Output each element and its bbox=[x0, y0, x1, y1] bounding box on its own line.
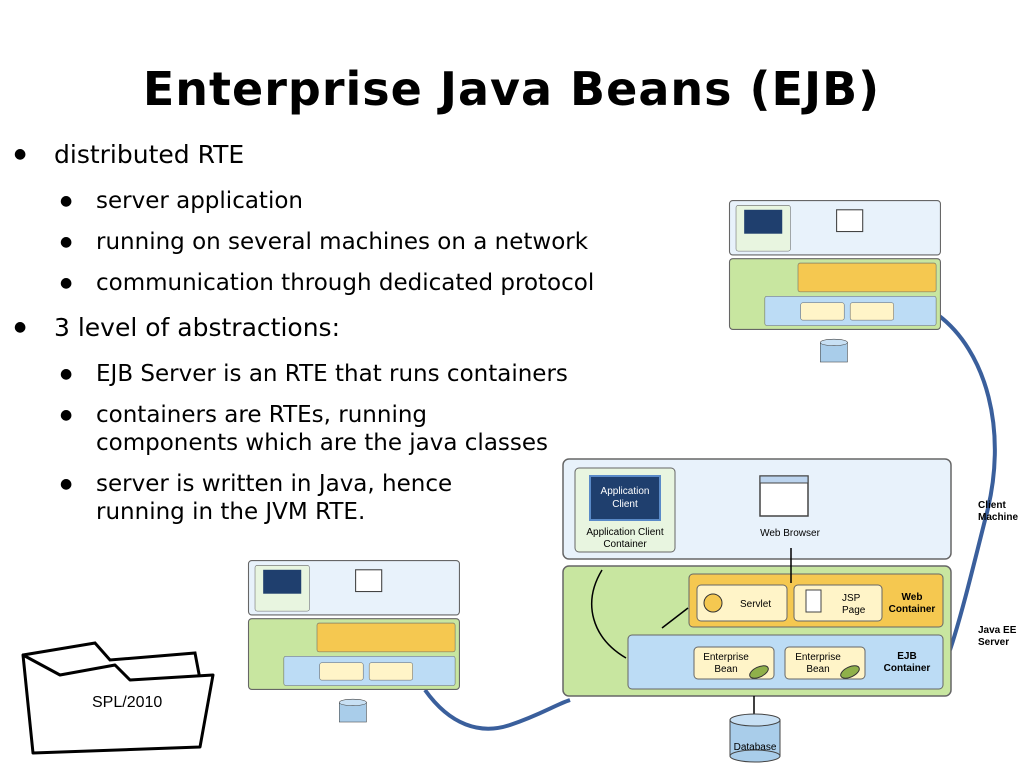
svg-text:Container: Container bbox=[884, 663, 931, 674]
bullet-dot: ● bbox=[14, 319, 27, 335]
folder-icon bbox=[21, 641, 215, 755]
ejb-architecture-diagram-large: Application Client Application Client Co… bbox=[562, 458, 1018, 763]
bullet-dot: ● bbox=[60, 476, 73, 492]
svg-text:JSP: JSP bbox=[842, 593, 861, 604]
svg-text:Application Client: Application Client bbox=[586, 527, 663, 538]
svg-text:Web Browser: Web Browser bbox=[760, 528, 821, 539]
ejb-architecture-diagram-top bbox=[728, 200, 941, 363]
svg-text:Database: Database bbox=[734, 742, 777, 753]
svg-text:Client: Client bbox=[978, 500, 1006, 511]
svg-text:Machine: Machine bbox=[978, 512, 1018, 523]
svg-text:Client: Client bbox=[612, 499, 638, 510]
bullet-dot: ● bbox=[60, 366, 73, 382]
bullet-dot: ● bbox=[60, 234, 73, 250]
svg-text:EJB: EJB bbox=[897, 651, 916, 662]
bullet-dot: ● bbox=[60, 275, 73, 291]
ejb-architecture-diagram-bottom bbox=[247, 560, 460, 723]
svg-text:Web: Web bbox=[902, 592, 923, 603]
slide-title: Enterprise Java Beans (EJB) bbox=[142, 62, 881, 116]
footer-label: SPL/2010 bbox=[92, 694, 163, 711]
svg-text:Container: Container bbox=[603, 539, 647, 550]
svg-text:Application: Application bbox=[601, 486, 650, 497]
svg-text:Java EE: Java EE bbox=[978, 625, 1017, 636]
svg-text:Page: Page bbox=[842, 605, 866, 616]
svg-text:Servlet: Servlet bbox=[740, 599, 771, 610]
svg-text:Server: Server bbox=[978, 637, 1009, 648]
svg-text:Enterprise: Enterprise bbox=[795, 652, 841, 663]
svg-text:Enterprise: Enterprise bbox=[703, 652, 749, 663]
svg-text:Bean: Bean bbox=[714, 664, 737, 675]
svg-text:Bean: Bean bbox=[806, 664, 829, 675]
bullet-dot: ● bbox=[60, 407, 73, 423]
bullet-dot: ● bbox=[14, 146, 27, 162]
svg-text:Container: Container bbox=[889, 604, 936, 615]
bullet-dot: ● bbox=[60, 193, 73, 209]
